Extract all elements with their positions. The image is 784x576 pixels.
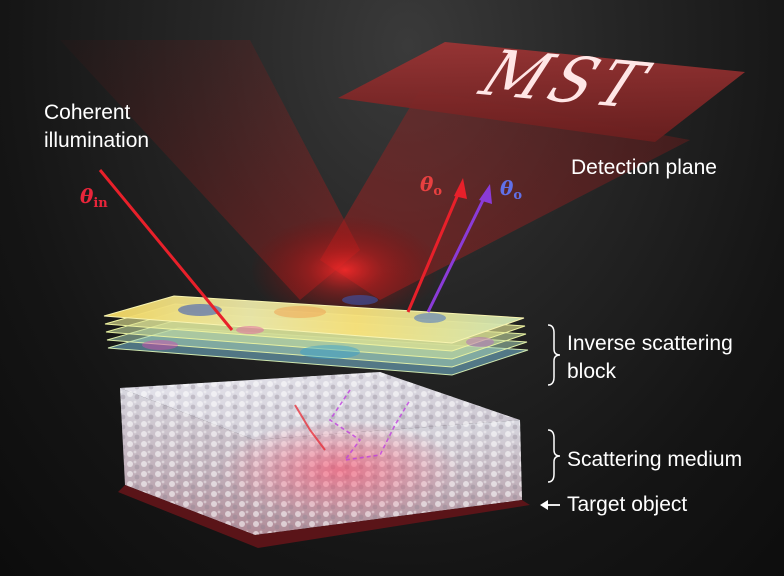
theta-o-red-label: θo xyxy=(420,172,442,199)
theta-o-red-subscript: o xyxy=(433,184,443,199)
inverse-block-brace xyxy=(547,324,561,386)
theta-o-blue-symbol: θ xyxy=(500,176,514,200)
detection-plane xyxy=(338,42,745,142)
theta-in-subscript: in xyxy=(93,196,108,211)
target-object-label: Target object xyxy=(567,493,688,516)
illumination-label-line2: illumination xyxy=(44,129,150,152)
theta-in-label: θin xyxy=(80,184,108,211)
output-beam-purple xyxy=(426,191,489,313)
inverse-label-line1: Inverse scattering xyxy=(567,332,733,355)
theta-in-symbol: θ xyxy=(80,184,94,208)
output-beam-red xyxy=(406,186,463,313)
theta-o-red-symbol: θ xyxy=(420,172,434,196)
output-beam-red-arrowhead xyxy=(454,178,467,199)
scattering-medium-brace xyxy=(547,429,561,483)
inverse-label-line2: block xyxy=(567,360,617,383)
scattering-medium-label: Scattering medium xyxy=(567,448,743,471)
target-object xyxy=(118,485,530,548)
scatter-path-purple xyxy=(328,389,411,462)
scatter-path-red xyxy=(294,404,326,451)
incident-beam xyxy=(98,169,234,331)
detection-plane-label: Detection plane xyxy=(571,156,717,179)
center-glow xyxy=(250,215,440,325)
output-beam-purple-arrowhead xyxy=(479,184,492,204)
inverse-scattering-block xyxy=(103,295,529,376)
theta-o-blue-subscript: o xyxy=(513,188,523,203)
theta-o-blue-label: θo xyxy=(500,176,522,203)
illumination-label-line1: Coherent xyxy=(44,101,131,124)
scattering-medium-block xyxy=(118,372,530,548)
